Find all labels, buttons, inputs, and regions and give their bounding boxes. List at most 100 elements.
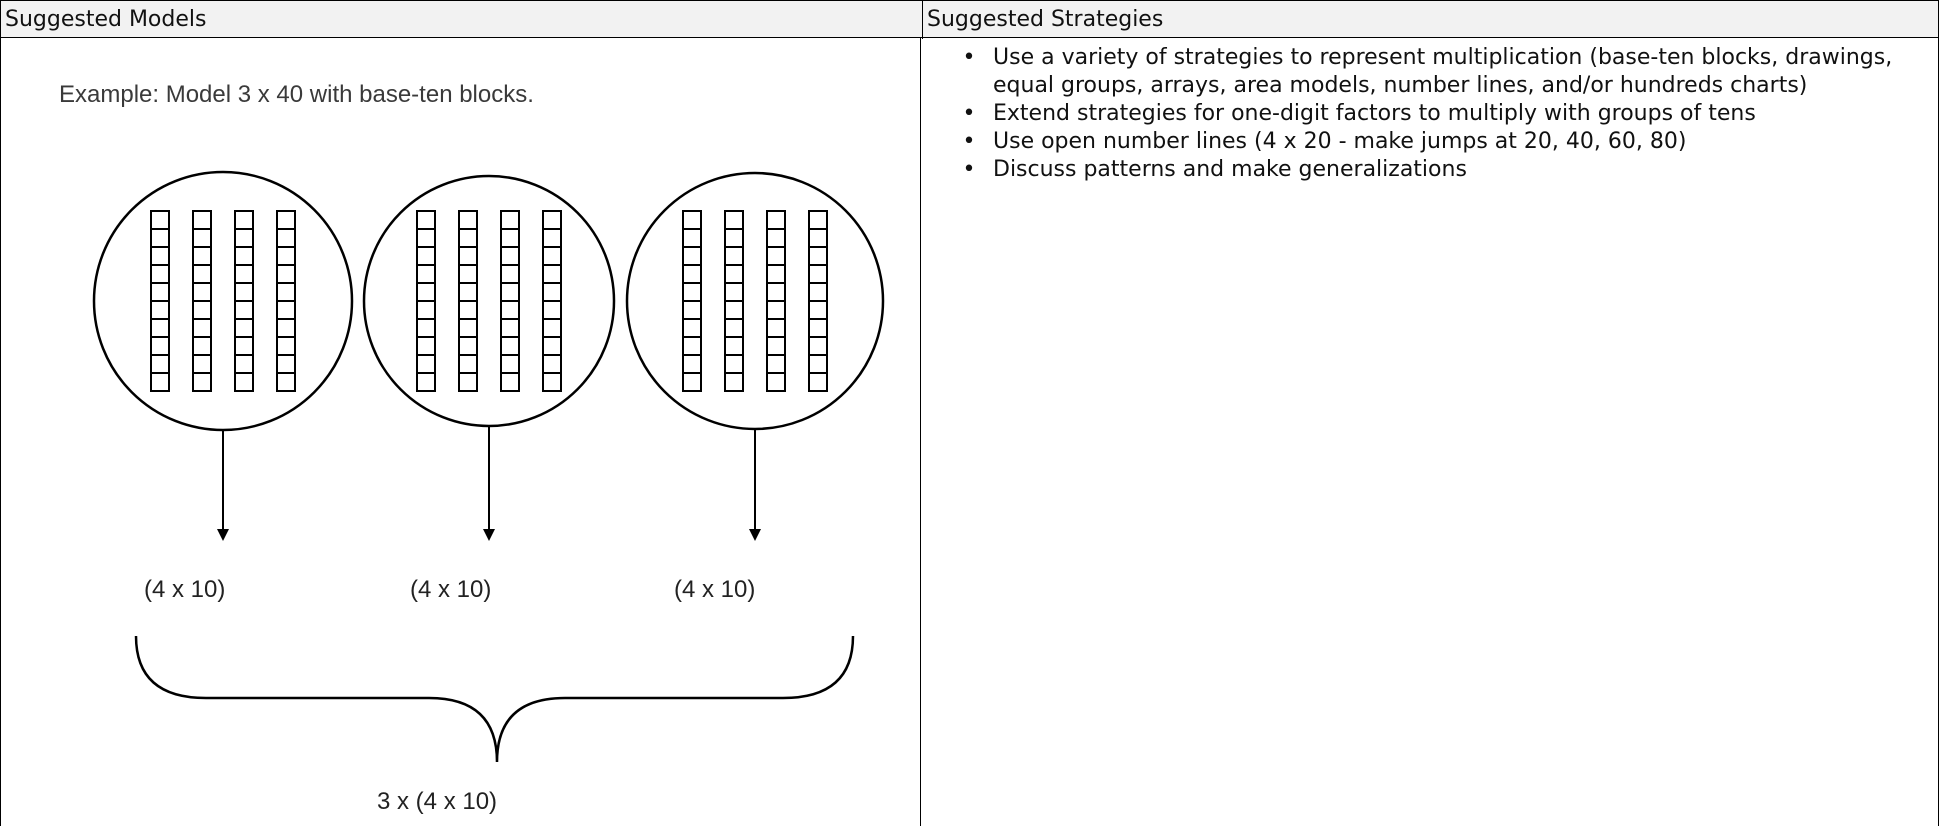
header-suggested-models: Suggested Models — [5, 7, 207, 32]
unit-cube — [150, 372, 170, 392]
strategy-text: Extend strategies for one-digit factors … — [993, 101, 1756, 126]
ten-rod — [276, 210, 296, 392]
header-suggested-strategies: Suggested Strategies — [922, 1, 1939, 39]
unit-cube — [192, 264, 212, 284]
unit-cube — [766, 246, 786, 266]
unit-cube — [808, 336, 828, 356]
unit-cube — [192, 372, 212, 392]
unit-cube — [458, 264, 478, 284]
unit-cube — [808, 318, 828, 338]
unit-cube — [416, 264, 436, 284]
unit-cube — [150, 246, 170, 266]
unit-cube — [150, 318, 170, 338]
unit-cube — [682, 246, 702, 266]
strategies-list: • Use a variety of strategies to represen… — [959, 44, 1919, 184]
strategy-text: Use a variety of strategies to represent… — [993, 45, 1893, 98]
unit-cube — [500, 336, 520, 356]
example-title: Example: Model 3 x 40 with base-ten bloc… — [59, 81, 534, 108]
unit-cube — [416, 318, 436, 338]
unit-cube — [458, 318, 478, 338]
unit-cube — [192, 318, 212, 338]
ten-rod — [192, 210, 212, 392]
unit-cube — [766, 318, 786, 338]
unit-cube — [458, 300, 478, 320]
unit-cube — [458, 336, 478, 356]
unit-cube — [724, 354, 744, 374]
unit-cube — [724, 282, 744, 302]
unit-cube — [808, 228, 828, 248]
unit-cube — [234, 318, 254, 338]
unit-cube — [500, 282, 520, 302]
unit-cube — [542, 246, 562, 266]
group-label-2: (4 x 10) — [410, 576, 492, 603]
unit-cube — [682, 210, 702, 230]
bullet-icon: • — [962, 157, 976, 182]
strategy-text: Use open number lines (4 x 20 - make jum… — [993, 129, 1687, 154]
unit-cube — [150, 354, 170, 374]
unit-cube — [192, 228, 212, 248]
ten-rod — [724, 210, 744, 392]
group-circle — [92, 170, 354, 432]
base-ten-diagram — [92, 170, 885, 763]
bullet-icon: • — [962, 45, 976, 70]
unit-cube — [150, 300, 170, 320]
unit-cube — [416, 354, 436, 374]
strategy-text: Discuss patterns and make generalization… — [993, 157, 1467, 182]
block-group-3 — [625, 171, 885, 541]
unit-cube — [192, 354, 212, 374]
unit-cube — [276, 228, 296, 248]
unit-cube — [458, 210, 478, 230]
unit-cube — [542, 210, 562, 230]
unit-cube — [542, 354, 562, 374]
unit-cube — [276, 354, 296, 374]
unit-cube — [766, 300, 786, 320]
strategy-item-2: •Extend strategies for one-digit factors… — [959, 100, 1919, 128]
unit-cube — [542, 372, 562, 392]
ten-rod — [766, 210, 786, 392]
ten-rod — [458, 210, 478, 392]
unit-cube — [500, 354, 520, 374]
unit-cube — [276, 336, 296, 356]
unit-cube — [276, 246, 296, 266]
unit-cube — [808, 372, 828, 392]
unit-cube — [682, 228, 702, 248]
unit-cube — [542, 228, 562, 248]
unit-cube — [276, 300, 296, 320]
unit-cube — [458, 228, 478, 248]
unit-cube — [276, 282, 296, 302]
unit-cube — [808, 264, 828, 284]
unit-cube — [808, 282, 828, 302]
ten-rod — [234, 210, 254, 392]
unit-cube — [458, 282, 478, 302]
unit-cube — [542, 336, 562, 356]
unit-cube — [766, 282, 786, 302]
unit-cube — [276, 264, 296, 284]
unit-cube — [192, 210, 212, 230]
group-circle — [362, 174, 616, 428]
strategy-item-3: •Use open number lines (4 x 20 - make ju… — [959, 128, 1919, 156]
unit-cube — [808, 210, 828, 230]
unit-cube — [808, 246, 828, 266]
ten-rod — [542, 210, 562, 392]
unit-cube — [500, 246, 520, 266]
block-group-2 — [362, 174, 616, 541]
unit-cube — [682, 336, 702, 356]
unit-cube — [766, 228, 786, 248]
unit-cube — [150, 282, 170, 302]
unit-cube — [234, 246, 254, 266]
unit-cube — [500, 210, 520, 230]
grouping-brace — [134, 635, 855, 763]
unit-cube — [234, 300, 254, 320]
unit-cube — [458, 354, 478, 374]
unit-cube — [500, 372, 520, 392]
unit-cube — [150, 210, 170, 230]
unit-cube — [724, 318, 744, 338]
unit-cube — [150, 336, 170, 356]
group-circle — [625, 171, 885, 431]
unit-cube — [724, 336, 744, 356]
unit-cube — [500, 264, 520, 284]
strategy-item-4: • Discuss patterns and make generalizatio… — [959, 156, 1919, 184]
unit-cube — [192, 246, 212, 266]
unit-cube — [416, 246, 436, 266]
